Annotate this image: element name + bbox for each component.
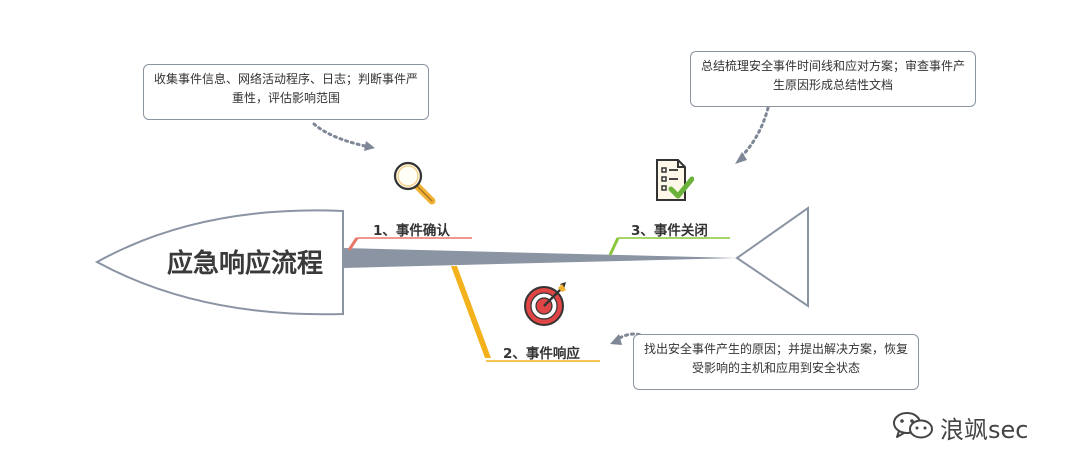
branch-line-close <box>608 237 620 256</box>
watermark-text: 浪飒sec <box>940 416 1029 444</box>
connector-confirm <box>312 122 367 148</box>
note-close: 总结梳理安全事件时间线和应对方案；审查事件产生原因形成总结性文档 <box>690 51 976 107</box>
wechat-logo-icon <box>892 411 934 445</box>
connector-close <box>738 106 770 160</box>
connector-close-arrow <box>735 152 747 164</box>
diagram-title: 应急响应流程 <box>167 249 324 279</box>
branch-label-response: 2、事件响应 <box>503 346 580 362</box>
fish-head-outline <box>94 209 344 316</box>
fish-tail-outline <box>735 206 809 308</box>
checklist-icon <box>654 157 695 207</box>
branch-label-confirm: 1、事件确认 <box>373 223 450 239</box>
target-icon <box>522 280 570 332</box>
branch-line-response <box>451 266 491 358</box>
note-response: 找出安全事件产生的原因；并提出解决方案，恢复受影响的主机和应用到安全状态 <box>633 334 919 390</box>
magnifier-icon <box>392 160 438 210</box>
connector-confirm-arrow <box>364 141 375 151</box>
note-confirm: 收集事件信息、网络活动程序、日志；判断事件严重性，评估影响范围 <box>143 64 429 120</box>
fish-spine <box>343 248 737 268</box>
branch-label-close: 3、事件关闭 <box>631 223 708 239</box>
connector-response-arrow <box>610 334 622 345</box>
branch-line-confirm <box>347 237 359 251</box>
